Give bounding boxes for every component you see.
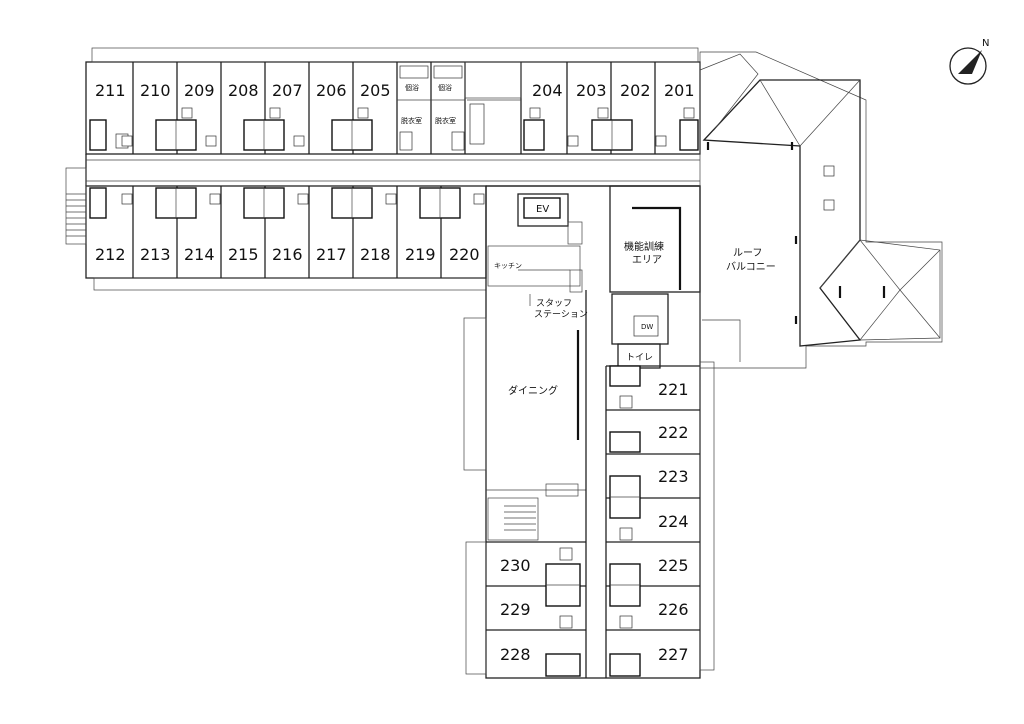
area-labels: 個浴 個浴 脱衣室 脱衣室 EV キッチン スタッフ ステーション 機能訓練 エ…: [401, 83, 776, 397]
dining-label: ダイニング: [508, 384, 558, 397]
dressing-label-1: 脱衣室: [401, 116, 422, 125]
room-218: 218: [360, 245, 391, 264]
room-204: 204: [532, 81, 563, 100]
room-215: 215: [228, 245, 259, 264]
room-203: 203: [576, 81, 607, 100]
room-201: 201: [664, 81, 695, 100]
room-210: 210: [140, 81, 171, 100]
room-224: 224: [658, 512, 689, 531]
room-228: 228: [500, 645, 531, 664]
room-202: 202: [620, 81, 651, 100]
north-wing: [85, 47, 701, 291]
room-222: 222: [658, 423, 689, 442]
training-area-label-1: 機能訓練: [624, 240, 664, 253]
training-area-label-2: エリア: [632, 255, 662, 266]
toilet-label: トイレ: [626, 353, 653, 363]
staff-station-label-1: スタッフ: [536, 298, 572, 309]
room-207: 207: [272, 81, 303, 100]
ev-label: EV: [536, 204, 549, 215]
compass: N: [949, 38, 989, 85]
south-furniture: [89, 187, 485, 219]
room-221: 221: [658, 380, 689, 399]
bath-label-1: 個浴: [405, 83, 419, 92]
west-stairs: [65, 167, 87, 245]
room-212: 212: [95, 245, 126, 264]
room-209: 209: [184, 81, 215, 100]
north-furniture: [89, 65, 699, 151]
east-west-furniture: [545, 365, 641, 677]
room-229: 229: [500, 600, 531, 619]
room-labels-north: 211 210 209 208 207 206 205 204 203 202 …: [95, 81, 695, 100]
roof-balcony: [699, 51, 943, 369]
room-206: 206: [316, 81, 347, 100]
room-208: 208: [228, 81, 259, 100]
room-227: 227: [658, 645, 689, 664]
room-211: 211: [95, 81, 126, 100]
compass-north-arrow-icon: [958, 50, 982, 74]
dw-label: DW: [641, 323, 653, 331]
room-226: 226: [658, 600, 689, 619]
room-217: 217: [316, 245, 347, 264]
roof-balcony-label-2: バルコニー: [726, 261, 776, 273]
room-labels-south: 212 213 214 215 216 217 218 219 220: [95, 245, 480, 264]
bath-label-2: 個浴: [438, 83, 452, 92]
room-225: 225: [658, 556, 689, 575]
central-wing: [463, 185, 715, 679]
roof-balcony-label-1: ルーフ: [733, 248, 762, 259]
kitchen-label: キッチン: [494, 262, 522, 270]
room-219: 219: [405, 245, 436, 264]
room-223: 223: [658, 467, 689, 486]
staff-station-label-2: ステーション: [534, 309, 588, 320]
room-213: 213: [140, 245, 171, 264]
room-220: 220: [449, 245, 480, 264]
compass-label: N: [982, 38, 989, 49]
room-labels-west: 230 229 228: [500, 556, 531, 664]
room-205: 205: [360, 81, 391, 100]
room-214: 214: [184, 245, 215, 264]
room-216: 216: [272, 245, 303, 264]
room-230: 230: [500, 556, 531, 575]
room-labels-east: 221 222 223 224 225 226 227: [658, 380, 689, 664]
dressing-label-2: 脱衣室: [435, 116, 456, 125]
